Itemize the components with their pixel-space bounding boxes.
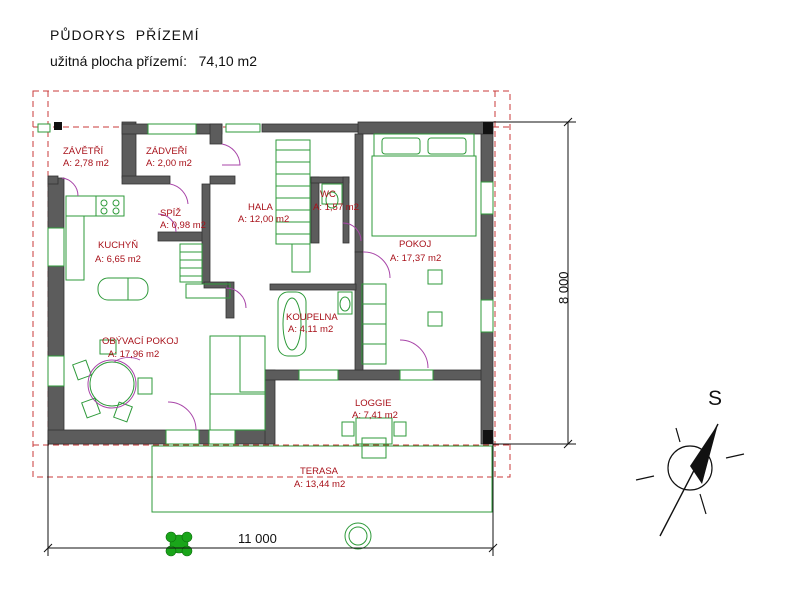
room-labels: ZÁVĚTŘÍ A: 2,78 m2 ZÁDVEŘÍ A: 2,00 m2 SP… [63,146,441,490]
depth-dimension [493,117,576,449]
depth-dimension-label: 8 000 [556,271,571,304]
room-area: A: 0,98 m2 [160,220,206,231]
room-name: OBÝVACÍ POKOJ [102,336,179,347]
windows [37,123,494,445]
room-area: A: 17,96 m2 [108,349,159,360]
wall-corners [54,122,493,444]
tree-icon [165,531,193,557]
room-area: A: 6,65 m2 [95,254,141,265]
room-name: HALA [248,202,273,213]
room-name: ZÁDVEŘÍ [146,146,188,157]
room-name: LOGGIE [355,398,391,409]
north-arrow-icon [635,423,745,537]
compass-letter: S [708,387,722,410]
furniture [65,133,493,550]
room-area: A: 17,37 m2 [390,253,441,264]
room-area: A: 7,41 m2 [352,410,398,421]
room-area: A: 4,11 m2 [288,324,333,335]
floor-area-label: užitná plocha přízemí: 74,10 m2 [50,53,257,69]
room-name: ZÁVĚTŘÍ [63,146,103,157]
walls [47,121,494,445]
room-area: A: 2,78 m2 [63,158,109,169]
room-area: A: 13,44 m2 [294,479,345,490]
room-area: A: 2,00 m2 [146,158,192,169]
room-area: A: 1,57 m2 [313,202,359,213]
room-name: TERASA [300,466,339,477]
room-area: A: 12,00 m2 [238,214,289,225]
room-name: SPÍŽ [160,208,181,219]
width-dimension [43,440,498,556]
door-swings [61,143,429,431]
room-name: KUCHYŇ [98,240,138,251]
room-name: POKOJ [399,239,431,250]
width-dimension-label: 11 000 [238,531,277,546]
room-name: WC [320,189,336,200]
room-name: KOUPELNA [286,312,338,323]
plan-title: PŮDORYS PŘÍZEMÍ [50,27,200,43]
